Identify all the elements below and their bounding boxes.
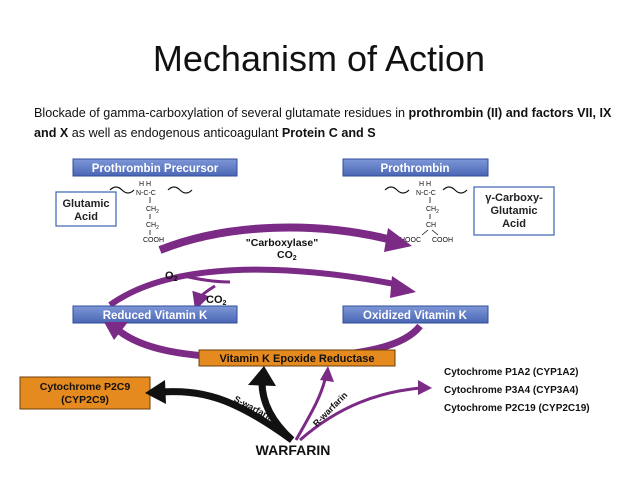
svg-text:N-C-C: N-C-C <box>416 190 436 197</box>
svg-text:CH: CH <box>426 222 436 229</box>
slide-title: Mechanism of Action <box>152 38 486 79</box>
cyp-list-item-3: Cytochrome P2C19 (CYP2C19) <box>444 403 590 414</box>
left-wavy-chain <box>109 186 135 194</box>
svg-text:COOH: COOH <box>143 237 164 244</box>
svg-text:HOOC: HOOC <box>400 237 421 244</box>
glutamic-acid-structure: H H N-C-C CH2 CH2 COOH <box>136 181 164 244</box>
carboxylase-arrowhead <box>384 228 412 252</box>
gamma-carboxyglutamic-structure: H H N-C-C CH2 CH HOOC COOH <box>400 181 453 244</box>
o2-label: O2 <box>165 270 178 283</box>
prothrombin-box <box>342 158 489 177</box>
subtitle-bold1: prothrombin (II) and factors VII, IX and… <box>34 106 612 140</box>
left-wavy-chain-2 <box>167 186 193 194</box>
svg-text:N-C-C: N-C-C <box>136 190 156 197</box>
vkor-box <box>198 349 396 367</box>
vitamin-k-oxidation-arrow <box>108 266 401 308</box>
warfarin-label: WARFARIN <box>256 442 331 458</box>
svg-text:CH2: CH2 <box>146 222 159 231</box>
gamma-carboxy-box <box>473 186 555 236</box>
oxidized-vitamin-k-label: Oxidized Vitamin K <box>363 310 468 322</box>
subtitle-bold2: Protein C and S <box>281 126 376 140</box>
vkor-recycle-arrowhead <box>104 322 128 340</box>
svg-text:H H: H H <box>139 181 151 188</box>
r-warfarin-to-cyp-list-arrow <box>299 386 421 442</box>
co2-main-label: CO2 <box>277 249 297 262</box>
carboxylase-label: "Carboxylase" <box>246 237 318 249</box>
r-warfarin-to-vkor-arrowhead <box>320 366 334 382</box>
s-warfarin-to-cyp2c9-arrowhead <box>145 380 166 404</box>
cyp2c9-label-1: Cytochrome P2C9 <box>40 381 131 393</box>
svg-text:CH2: CH2 <box>426 206 439 215</box>
svg-text:COOH: COOH <box>432 237 453 244</box>
glutamic-acid-label-2: Acid <box>74 211 98 223</box>
s-warfarin-to-cyp2c9-arrow <box>159 388 295 443</box>
svg-text:H H: H H <box>419 181 431 188</box>
carboxylase-arrow <box>158 223 393 254</box>
gamma-carboxy-label-3: Acid <box>502 218 526 230</box>
right-wavy-chain-2 <box>442 186 468 194</box>
gamma-carboxy-label-2: Glutamic <box>490 205 537 217</box>
co2-small-label: CO2 <box>206 294 227 307</box>
r-warfarin-to-cyp-list-arrowhead <box>418 380 432 395</box>
slide-subtitle: Blockade of gamma-carboxylation of sever… <box>34 103 614 143</box>
reduced-vitamin-k-label: Reduced Vitamin K <box>103 310 208 322</box>
cyp-list-item-1: Cytochrome P1A2 (CYP1A2) <box>444 367 578 378</box>
vkor-label: Vitamin K Epoxide Reductase <box>219 353 374 365</box>
warfarin-to-vkor-arrow <box>258 381 295 443</box>
vitamin-k-oxidation-arrowhead <box>390 276 416 298</box>
glutamic-acid-label-1: Glutamic <box>62 198 109 210</box>
cyp-list-item-2: Cytochrome P3A4 (CYP3A4) <box>444 385 578 396</box>
prothrombin-precursor-box <box>72 158 238 177</box>
gamma-carboxy-label-1: γ-Carboxy- <box>485 192 543 204</box>
subtitle-part1: Blockade of gamma-carboxylation of sever… <box>34 106 409 120</box>
o2-arrow <box>179 273 231 284</box>
subtitle-part2: as well as endogenous anticoagulant <box>68 126 282 140</box>
glutamic-acid-box <box>55 191 117 227</box>
right-wavy-chain <box>384 186 410 194</box>
prothrombin-precursor-label: Prothrombin Precursor <box>92 163 219 175</box>
cyp2c9-box <box>19 376 151 410</box>
svg-text:CH2: CH2 <box>146 206 159 215</box>
oxidized-vitamin-k-box <box>342 305 489 324</box>
warfarin-to-vkor-arrowhead <box>248 366 276 386</box>
cyp2c9-label-2: (CYP2C9) <box>61 394 109 406</box>
prothrombin-label: Prothrombin <box>381 163 450 175</box>
reduced-vitamin-k-box <box>72 305 238 324</box>
co2-out-arrow <box>192 284 216 311</box>
